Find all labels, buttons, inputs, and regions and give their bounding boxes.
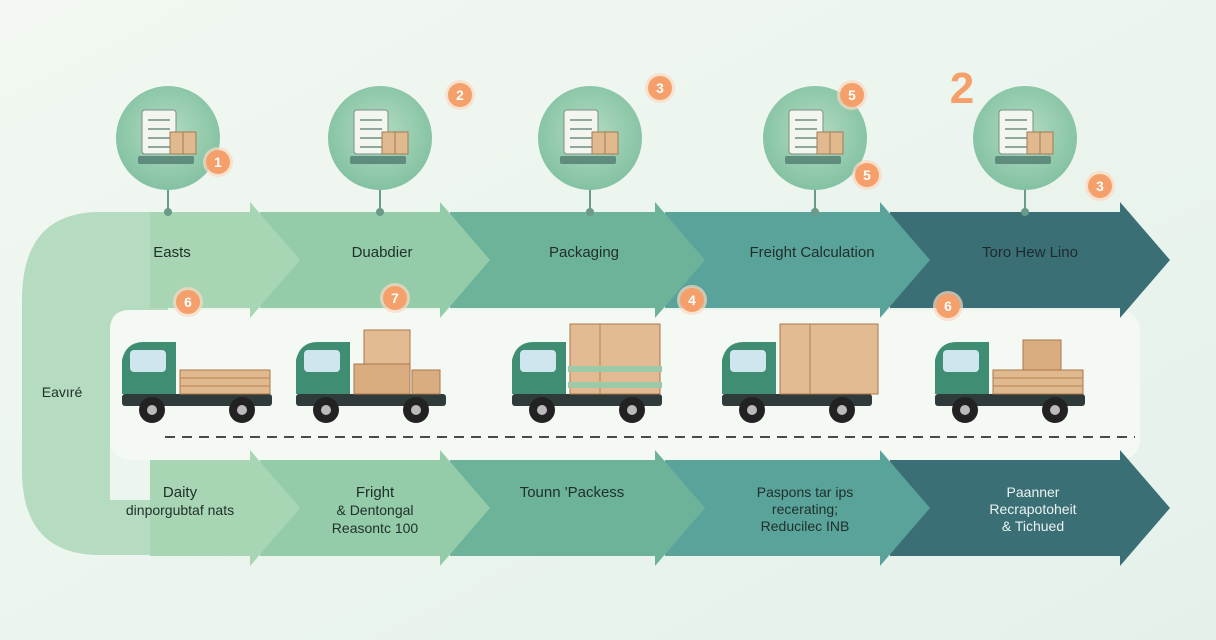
- top-stage-badge-1: 1: [203, 147, 233, 177]
- bottom-stage-2: Fright & Dentongal Reasontc 100: [332, 484, 419, 536]
- top-stage-arrow-5: [890, 202, 1170, 318]
- scanner-cart-icon: [328, 86, 432, 216]
- top-stage-badge-5-text: 3: [1096, 179, 1104, 194]
- top-stage-badge-4-text: 5: [848, 88, 856, 103]
- flatbed-truck-icon: [122, 342, 272, 423]
- top-stage-badge-4b: 5: [852, 160, 882, 190]
- bottom-stage-4-line-3: Reducilec INB: [761, 518, 850, 534]
- bottom-stage-4: Paspons tar ips recerating; Reducilec IN…: [757, 484, 854, 534]
- bottom-stage-arrow-4: [665, 450, 930, 566]
- bottom-stage-arrow-1: [150, 450, 300, 566]
- top-stage-label-3: Packaging: [549, 244, 619, 261]
- loop-connector: [22, 212, 168, 555]
- package-clock-icon: [538, 86, 642, 216]
- top-stage-label-1: Easts: [153, 244, 191, 261]
- bottom-stage-4-line-2: recerating;: [772, 501, 838, 517]
- bottom-stage-4-line-1: Paspons tar ips: [757, 484, 854, 500]
- truck-badge-1: 6: [173, 287, 203, 317]
- top-stage-label-2: Duabdier: [352, 244, 413, 261]
- bottom-stage-5-line-2: Recrapotoheit: [989, 501, 1076, 517]
- bottom-stage-1: Daity dinporgubtaf nats: [126, 484, 234, 518]
- truck-badge-3: 4: [677, 285, 707, 315]
- invoice-calculator-icon: [763, 86, 867, 216]
- parcel-phone-icon: [973, 86, 1077, 216]
- box-truck-icon: [722, 323, 879, 423]
- bottom-stage-1-line-2: dinporgubtaf nats: [126, 502, 234, 518]
- top-stage-badge-2: 2: [445, 80, 475, 110]
- top-stage-badge-4b-text: 5: [863, 168, 871, 183]
- bottom-stage-5: Paanner Recrapotoheit & Tichued: [989, 484, 1076, 534]
- top-stage-badge-3: 3: [645, 73, 675, 103]
- bottom-stage-5-line-1: Paanner: [1007, 484, 1060, 500]
- bottom-stage-2-line-3: Reasontc 100: [332, 520, 419, 536]
- stacked-boxes-truck-icon: [296, 329, 446, 423]
- bottom-stage-3: Tounn 'Packess: [520, 484, 625, 501]
- top-stage-badge-5: 3: [1085, 171, 1115, 201]
- bottom-stage-arrow-3: [450, 450, 705, 566]
- cargo-truck-icon: [935, 339, 1085, 423]
- truck-badge-2: 7: [380, 283, 410, 313]
- top-stage-label-4: Freight Calculation: [749, 244, 874, 261]
- truck-badge-2-text: 7: [391, 291, 399, 306]
- top-stage-arrow-2: [260, 202, 490, 318]
- bottom-stage-arrow-2: [260, 450, 490, 566]
- bottom-stage-arrow-5: [890, 450, 1170, 566]
- bottom-stage-3-line-1: Tounn 'Packess: [520, 484, 625, 501]
- top-stage-badge-2-text: 2: [456, 88, 464, 103]
- bottom-stage-5-line-3: & Tichued: [1002, 518, 1064, 534]
- side-label: Eavıré: [42, 384, 83, 400]
- truck-badge-5-text: 6: [944, 299, 952, 314]
- stage-icons: [116, 86, 1077, 216]
- top-stage-badge-4: 5: [837, 80, 867, 110]
- crate-truck-icon: [512, 323, 662, 423]
- top-stage-arrow-3: [450, 202, 705, 318]
- bottom-stage-1-line-1: Daity: [163, 484, 198, 501]
- bottom-stage-2-line-1: Fright: [356, 484, 395, 501]
- truck-badge-1-text: 6: [184, 295, 192, 310]
- bottom-stage-2-line-2: & Dentongal: [336, 502, 413, 518]
- bottom-arrow-band: [150, 450, 1170, 566]
- truck-row: [122, 323, 1085, 423]
- truck-badge-5: 6: [933, 291, 963, 321]
- document-stack-icon: [116, 86, 220, 216]
- highlight-number: 2: [950, 64, 974, 113]
- top-stage-arrow-4: [665, 202, 930, 318]
- top-stage-label-5: Toro Hew Lino: [982, 244, 1078, 261]
- step-badges: 1 2 3 5 3 5 2 6 7 4 6: [173, 64, 1115, 321]
- truck-badge-3-text: 4: [688, 293, 696, 308]
- top-stage-badge-3-text: 3: [656, 81, 664, 96]
- top-stage-badge-1-text: 1: [214, 155, 222, 170]
